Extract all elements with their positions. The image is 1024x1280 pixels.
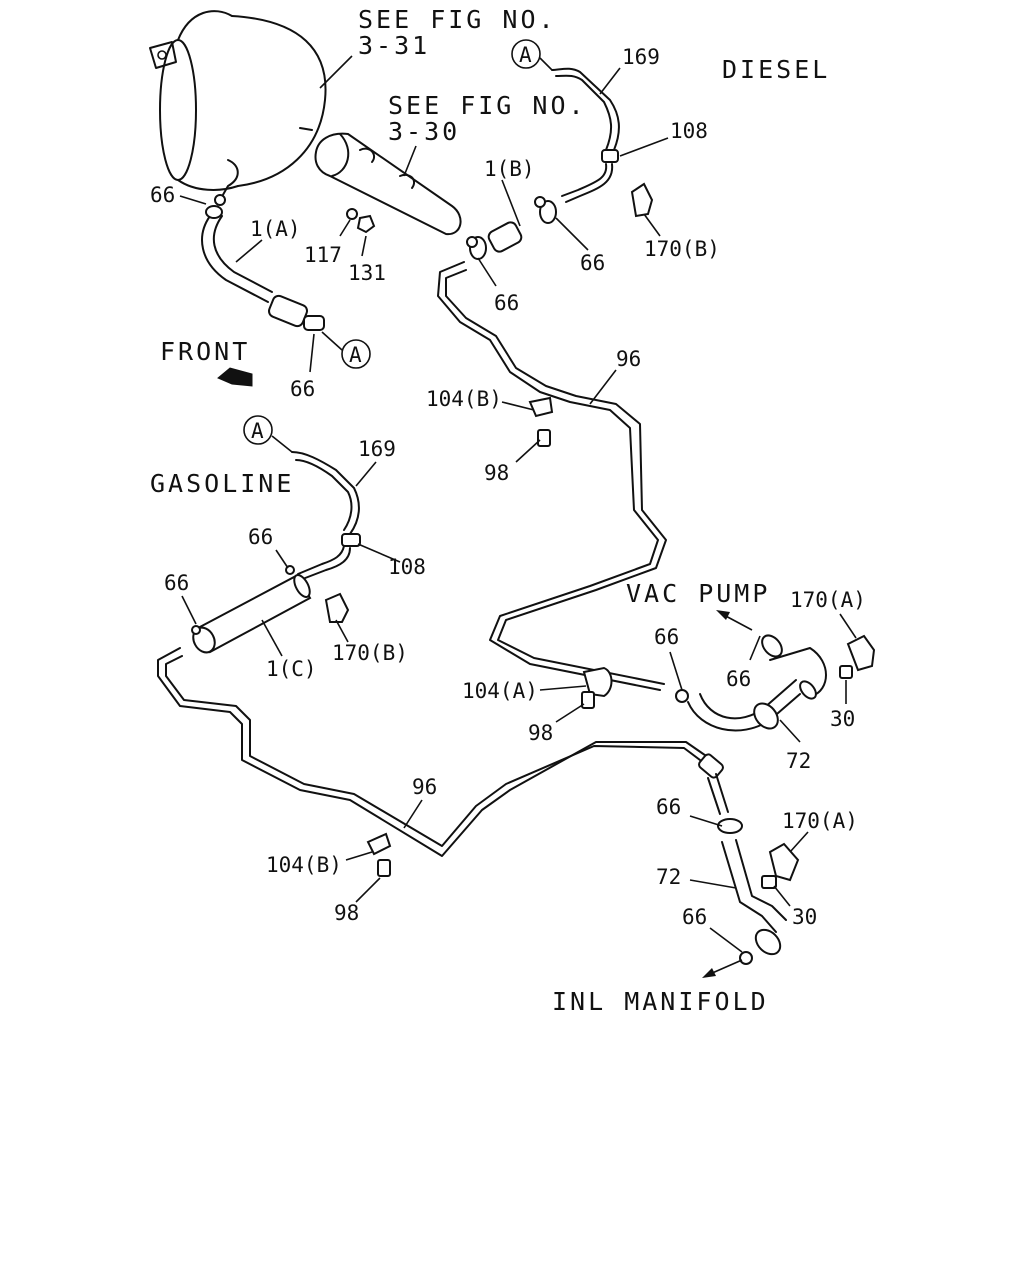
label-117: 117 <box>304 243 342 267</box>
label-98: 98 <box>528 721 553 745</box>
connector-a-label: A <box>519 43 532 67</box>
label-66: 66 <box>682 905 707 929</box>
connector-a-diesel-1a <box>341 339 371 369</box>
label-108: 108 <box>670 119 708 143</box>
label-66: 66 <box>654 625 679 649</box>
label-1a: 1(A) <box>250 217 301 241</box>
label-108: 108 <box>388 555 426 579</box>
part-131 <box>356 214 376 234</box>
clip-104b-lower <box>366 832 392 877</box>
clip-104a <box>581 666 613 709</box>
hose-72-gas <box>717 818 787 965</box>
label-104b: 104(B) <box>266 853 342 877</box>
label-1b: 1(B) <box>484 157 535 181</box>
inl-manifold-arrow-icon <box>702 968 716 978</box>
leader-lines <box>179 67 857 953</box>
label-104a: 104(A) <box>462 679 538 703</box>
part-117 <box>346 208 358 220</box>
label-66: 66 <box>726 667 751 691</box>
label-170b: 170(B) <box>332 641 408 665</box>
connector-a-label: A <box>251 419 264 443</box>
inl-manifold-label: INL MANIFOLD <box>552 987 769 1016</box>
fig-330-line1: SEE FIG NO. <box>388 91 587 120</box>
label-30: 30 <box>792 905 817 929</box>
hose-1b <box>469 200 557 260</box>
label-72: 72 <box>786 749 811 773</box>
label-72: 72 <box>656 865 681 889</box>
label-30: 30 <box>830 707 855 731</box>
connector-a-gas <box>243 415 273 445</box>
label-66: 66 <box>494 291 519 315</box>
fig-331-line2: 3-31 <box>358 31 430 60</box>
label-104b: 104(B) <box>426 387 502 411</box>
clip-104b-top <box>528 396 554 447</box>
label-96: 96 <box>412 775 437 799</box>
front-arrow-icon <box>217 367 253 387</box>
clamp-108-gas <box>341 533 361 547</box>
vac-pump-label: VAC PUMP <box>626 579 770 608</box>
label-66: 66 <box>580 251 605 275</box>
label-1c: 1(C) <box>266 657 317 681</box>
label-98: 98 <box>334 901 359 925</box>
label-66: 66 <box>290 377 315 401</box>
bracket-170a-diesel <box>839 634 876 679</box>
connector-a-diesel-top <box>511 39 541 69</box>
label-66: 66 <box>248 525 273 549</box>
bracket-170a-gas <box>761 842 800 889</box>
clamp-108 <box>601 149 619 163</box>
connector-a-label: A <box>349 343 362 367</box>
bracket-170b-diesel <box>630 182 654 218</box>
front-label: FRONT <box>160 337 250 366</box>
vacuum-pump-body <box>314 132 462 236</box>
hose-1c <box>191 565 312 654</box>
brake-booster <box>149 10 327 201</box>
label-170b: 170(B) <box>644 237 720 261</box>
label-66: 66 <box>150 183 175 207</box>
label-96: 96 <box>616 347 641 371</box>
label-169: 169 <box>358 437 396 461</box>
label-170a: 170(A) <box>782 809 858 833</box>
fig-330-line2: 3-30 <box>388 117 460 146</box>
hose-1a <box>201 194 325 331</box>
bracket-170b-gas <box>324 592 350 623</box>
label-66: 66 <box>164 571 189 595</box>
vac-pump-arrow-icon <box>716 610 730 620</box>
section-diesel: DIESEL <box>722 55 830 84</box>
section-gasoline: GASOLINE <box>150 469 294 498</box>
label-66: 66 <box>656 795 681 819</box>
label-98: 98 <box>484 461 509 485</box>
hose-72-diesel <box>675 634 827 732</box>
label-169: 169 <box>622 45 660 69</box>
label-170a: 170(A) <box>790 588 866 612</box>
label-131: 131 <box>348 261 386 285</box>
fig-331-line1: SEE FIG NO. <box>358 5 557 34</box>
